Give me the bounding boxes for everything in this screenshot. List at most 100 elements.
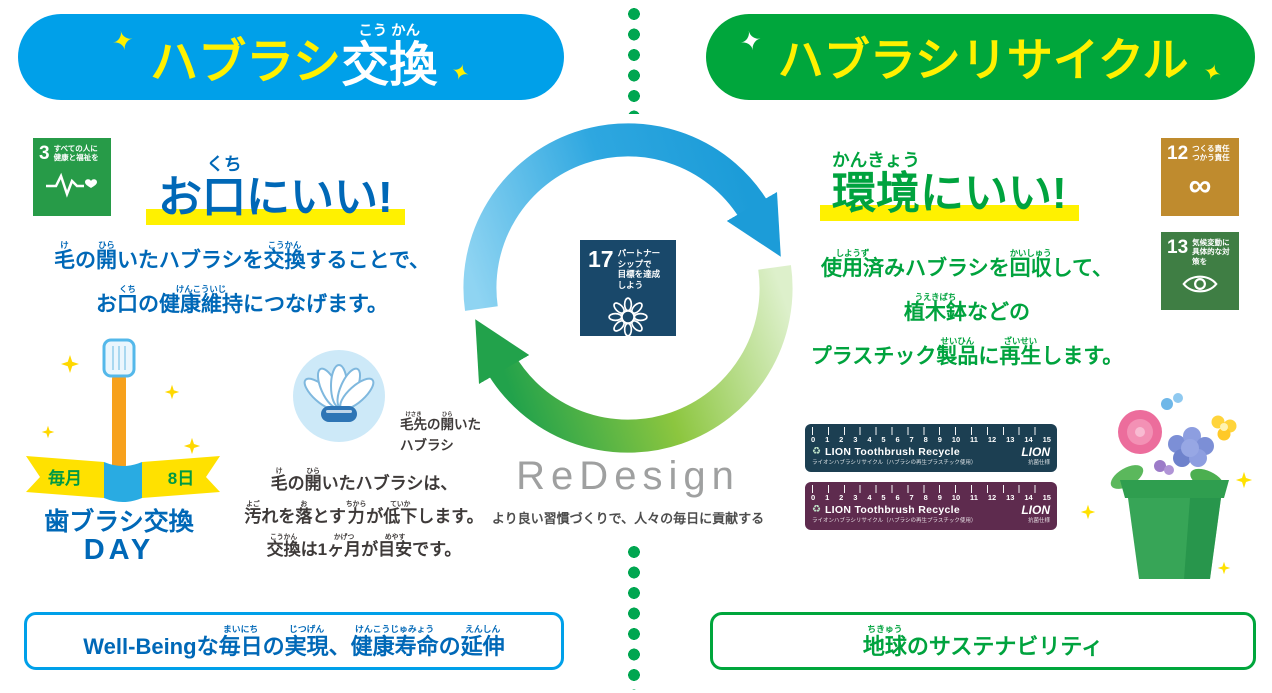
ruler-scale-number: 8 [923,493,928,502]
ribbon-right-label: 8日 [168,469,194,488]
ruler-note: 抗菌仕様 [1027,460,1050,466]
header-toothbrush-recycle: ✦ ハブラシリサイクル ✦ [706,14,1255,100]
recycle-benefit-line1: 使用済しようずみハブラシを回収かいしゅうして、 [821,248,1113,280]
climate-eye-icon [1182,275,1218,293]
ruler-subtitle: ライオンハブラシリサイクル（ハブラシの再生プラスチック使用） [812,518,977,524]
ruler-scale-number: 2 [839,435,844,444]
sustainability-outcome-box: 地球ちきゅうのサステナビリティ [710,612,1256,670]
header-right-label: ハブラシリサイクル [777,34,1189,86]
sdg-goal-12-card: 12 つくる責任 つかう責任 ∞ [1161,138,1239,216]
worn-brush-note-line1: 毛けの開ひらいたハブラシは、 [270,468,458,493]
sdg13-label: 気候変動に 具体的な対策を [1192,238,1230,266]
sdg3-number: 3 [39,143,50,164]
benefit-mouth-heading: お口くちにいい! [146,152,405,225]
ruler-scale-number: 6 [895,435,900,444]
consumption-loop-icon: ∞ [1188,167,1212,203]
wellbeing-outcome-text: Well-Beingな毎日まいにちの実現じつげん、健康寿命けんこうじゅみょうの延… [83,623,505,659]
replacement-benefit-line2: お口くちの健康維持けんこういじにつなげます。 [96,284,388,317]
partnership-wheel-icon [608,296,648,337]
sparkle-icon: ✦ [1199,57,1225,88]
sdg17-number: 17 [588,246,614,272]
sdg12-header: 12 つくる責任 つかう責任 [1167,144,1233,163]
pink-flower [1118,410,1162,454]
sparkle-icon: ✦ [737,24,765,58]
ruler-scale-number: 0 [811,435,816,444]
toothbrush-day-illustration: 毎月 8日 [12,336,234,502]
sdg13-header: 13 気候変動に 具体的な対策を [1167,238,1233,266]
sparkle-icon [164,384,180,400]
recycle-benefit-line3: プラスチック製品せいひんに再生ざいせいします。 [810,336,1124,369]
recycle-benefit-line2: 植木鉢うえきばちなどの [904,292,1030,325]
ruler-scale-number: 7 [909,435,914,444]
sustainability-outcome-text: 地球ちきゅうのサステナビリティ [862,623,1104,659]
sparkle-icon [1080,504,1096,520]
ruler-scale-number: 12 [987,493,997,502]
ruler-scale-number: 4 [867,493,872,502]
sparkle-icon [1235,471,1253,489]
ruler-scale-number: 13 [1006,493,1015,502]
replacement-benefit-line1: 毛けの開ひらいたハブラシを交換こうかんすることで、 [53,240,431,272]
divider-dots-bottom [627,542,641,690]
header-toothbrush-replacement: ✦ ハブラシ 交換こう かん ✦ [18,14,564,100]
recycle-cycle-graphic [458,108,798,478]
green-pot [1120,480,1229,579]
ruler-scale-number: 15 [1042,435,1051,444]
ruler-scale-number: 12 [987,435,997,444]
ruler-scale-number: 9 [937,493,942,502]
ruler-title: LION Toothbrush Recycle [824,503,961,516]
ruler-scale-number: 1 [825,435,830,444]
sdg3-label: すべての人に 健康と福祉を [53,144,99,163]
ruler-scale-number: 3 [853,493,858,502]
ruler-scale-number: 0 [811,493,816,502]
ruler-tick-marks [812,427,1050,435]
worn-brush-caption-line2: ハブラシ [400,438,454,454]
lion-brand-logo: LION [1021,503,1050,517]
flower-pot-illustration [1072,372,1257,587]
ruler-tick-marks [812,485,1050,493]
blue-flower-cluster [1161,393,1214,467]
ruler-scale-number: 1 [825,493,830,502]
toothbrush-exchange-day-line1: 歯ブラシ交換 [44,508,194,536]
toothbrush-icon [102,338,136,472]
ruler-scale-number: 14 [1024,493,1033,502]
sdg-goal-17-card: 17 パートナーシップで 目標を達成しよう [580,240,676,337]
recycle-benefit-paragraph: 使用済しようずみハブラシを回収かいしゅうして、 植木鉢うえきばちなどの プラスチ… [792,242,1142,374]
cycle-arrows-icon [463,123,793,453]
sparkle-icon [61,355,79,373]
worn-brush-note-line2: 汚よごれを落おとす力ちからが低下ていかします。 [244,500,484,526]
ruler-scale-number: 14 [1024,435,1033,444]
ruler-scale-number: 11 [970,435,978,444]
header-left-kanji: 交換こう かん [341,22,438,92]
worn-bristles-icon [303,364,375,422]
ruler-scale-number: 13 [1006,435,1015,444]
ruler-scale-number: 7 [909,493,914,502]
redesign-tagline: より良い習慣づくりで、人々の毎日に貢献する [491,511,765,526]
ruler-scale-number: 3 [853,435,858,444]
ruler-subtitle: ライオンハブラシリサイクル（ハブラシの再生プラスチック使用） [812,460,977,466]
benefit-environment-heading-text: 環境かんきょうにいい! [832,150,1067,218]
sparkle-icon [1217,561,1231,575]
sdg12-number: 12 [1167,143,1189,164]
worn-brush-caption: 毛先けさきの開ひらいた ハブラシ [400,412,481,454]
header-left-katakana: ハブラシ [150,36,342,89]
ruler-scale-number: 8 [923,435,928,444]
ruler-scale-number: 6 [895,493,900,502]
ruler-scale-number: 4 [867,435,872,444]
ruler-scale-number: 10 [951,493,961,502]
redesign-brand-logo: ReDesign [516,454,740,498]
benefit-mouth-heading-text: お口くちにいい! [158,154,393,222]
sparkle-icon: ✦ [109,24,138,58]
sdg-goal-3-card: 3 すべての人に 健康と福祉を [33,138,111,216]
sdg-goal-13-card: 13 気候変動に 具体的な対策を [1161,232,1239,310]
worn-brush-caption-line1: 毛先けさきの開ひらいた [400,412,481,432]
worn-brush-note: 毛けの開ひらいたハブラシは、 汚よごれを落おとす力ちからが低下ていかします。 交… [230,464,498,563]
replacement-benefit-paragraph: 毛けの開ひらいたハブラシを交換こうかんすることで、 お口くちの健康維持けんこうい… [12,234,472,322]
sdg17-label: パートナーシップで 目標を達成しよう [617,248,661,290]
wellbeing-outcome-box: Well-Beingな毎日まいにちの実現じつげん、健康寿命けんこうじゅみょうの延… [24,612,564,670]
ribbon-left-label: 毎月 [48,468,82,488]
yellow-flower [1211,415,1237,441]
benefit-environment-heading: 環境かんきょうにいい! [820,148,1079,221]
